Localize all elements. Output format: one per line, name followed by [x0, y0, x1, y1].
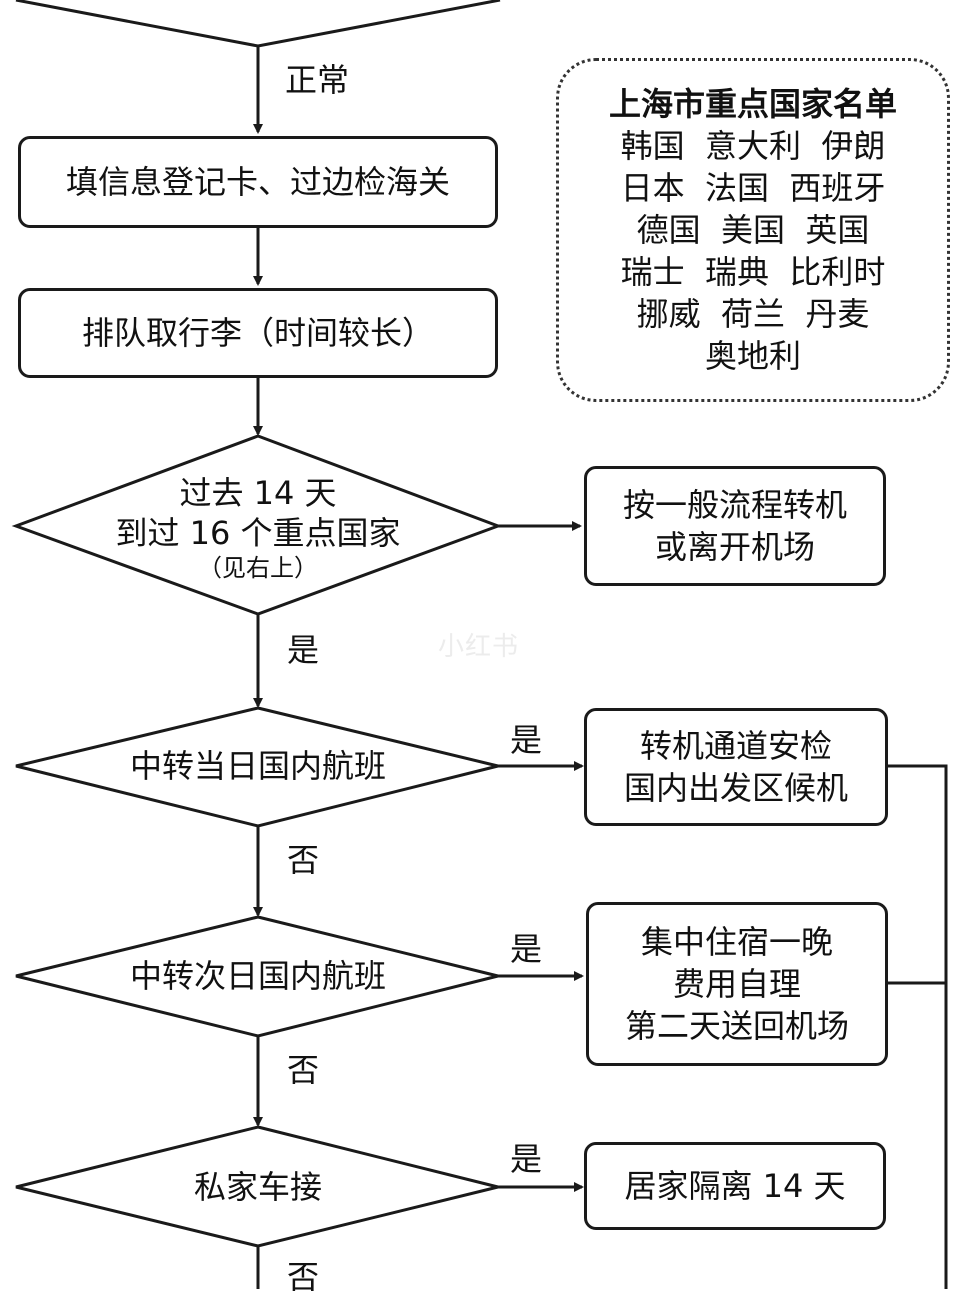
country-list-row: 奥地利 [704, 337, 801, 375]
label-same-day-no: 否 [287, 841, 320, 879]
label-normal: 正常 [285, 61, 350, 99]
decision-next-day-shape [15, 915, 499, 1038]
outcome-normal-transfer: 按一般流程转机 或离开机场 [584, 466, 886, 586]
decision-private-car-label: 私家车接 [193, 1168, 322, 1206]
right-connector [888, 764, 948, 1289]
outcome-same-day-line1: 转机通道安检 [639, 727, 832, 765]
country-list-row: 挪威 荷兰 丹麦 [636, 295, 870, 333]
country-list-row: 德国 美国 英国 [636, 211, 870, 249]
country-list: 上海市重点国家名单 韩国 意大利 伊朗 日本 法国 西班牙 德国 美国 英国 瑞… [556, 58, 950, 402]
label-next-day-yes: 是 [510, 930, 543, 968]
label-visited-yes: 是 [287, 631, 320, 669]
country-list-row: 韩国 意大利 伊朗 [620, 127, 886, 165]
country-list-title: 上海市重点国家名单 [608, 85, 897, 123]
outcome-home-quarantine: 居家隔离 14 天 [584, 1142, 886, 1230]
outcome-next-day: 集中住宿一晚 费用自理 第二天送回机场 [586, 902, 888, 1066]
decision-next-day: 中转次日国内航班 [40, 956, 476, 996]
outcome-normal-transfer-line1: 按一般流程转机 [622, 486, 847, 524]
country-list-row: 日本 法国 西班牙 [620, 169, 886, 207]
outcome-same-day-line2: 国内出发区候机 [623, 769, 848, 807]
decision-same-day-label: 中转当日国内航班 [129, 747, 386, 785]
label-private-yes: 是 [510, 1140, 543, 1178]
outcome-home-quarantine-label: 居家隔离 14 天 [624, 1167, 846, 1205]
country-list-row: 瑞士 瑞典 比利时 [620, 253, 886, 291]
decision-visited-note: （见右上） [198, 554, 318, 582]
top-decision-partial [15, 0, 501, 48]
outcome-normal-transfer-line2: 或离开机场 [654, 528, 815, 566]
decision-visited-shape [11, 434, 503, 616]
step-fill-card: 填信息登记卡、过边检海关 [18, 136, 498, 228]
label-private-no: 否 [287, 1258, 320, 1296]
decision-private-shape [15, 1125, 499, 1248]
watermark: 小红书 [438, 632, 520, 662]
decision-same-day-shape [15, 706, 499, 828]
decision-visited-line2: 到过 16 个重点国家 [115, 514, 401, 552]
decision-same-day: 中转当日国内航班 [40, 746, 476, 786]
outcome-next-day-line3: 第二天送回机场 [624, 1007, 849, 1045]
label-same-day-yes: 是 [510, 721, 543, 759]
decision-private-car: 私家车接 [40, 1167, 476, 1207]
step-luggage-label: 排队取行李（时间较长） [81, 314, 434, 352]
decision-next-day-label: 中转次日国内航班 [129, 957, 386, 995]
step-fill-card-label: 填信息登记卡、过边检海关 [65, 163, 450, 201]
outcome-next-day-line1: 集中住宿一晚 [640, 923, 833, 961]
decision-visited-line1: 过去 14 天 [179, 474, 337, 512]
outcome-next-day-line2: 费用自理 [672, 965, 801, 1003]
outcome-same-day: 转机通道安检 国内出发区候机 [584, 708, 888, 826]
step-luggage: 排队取行李（时间较长） [18, 288, 498, 378]
label-next-day-no: 否 [287, 1051, 320, 1089]
decision-visited: 过去 14 天 到过 16 个重点国家 （见右上） [40, 466, 476, 590]
